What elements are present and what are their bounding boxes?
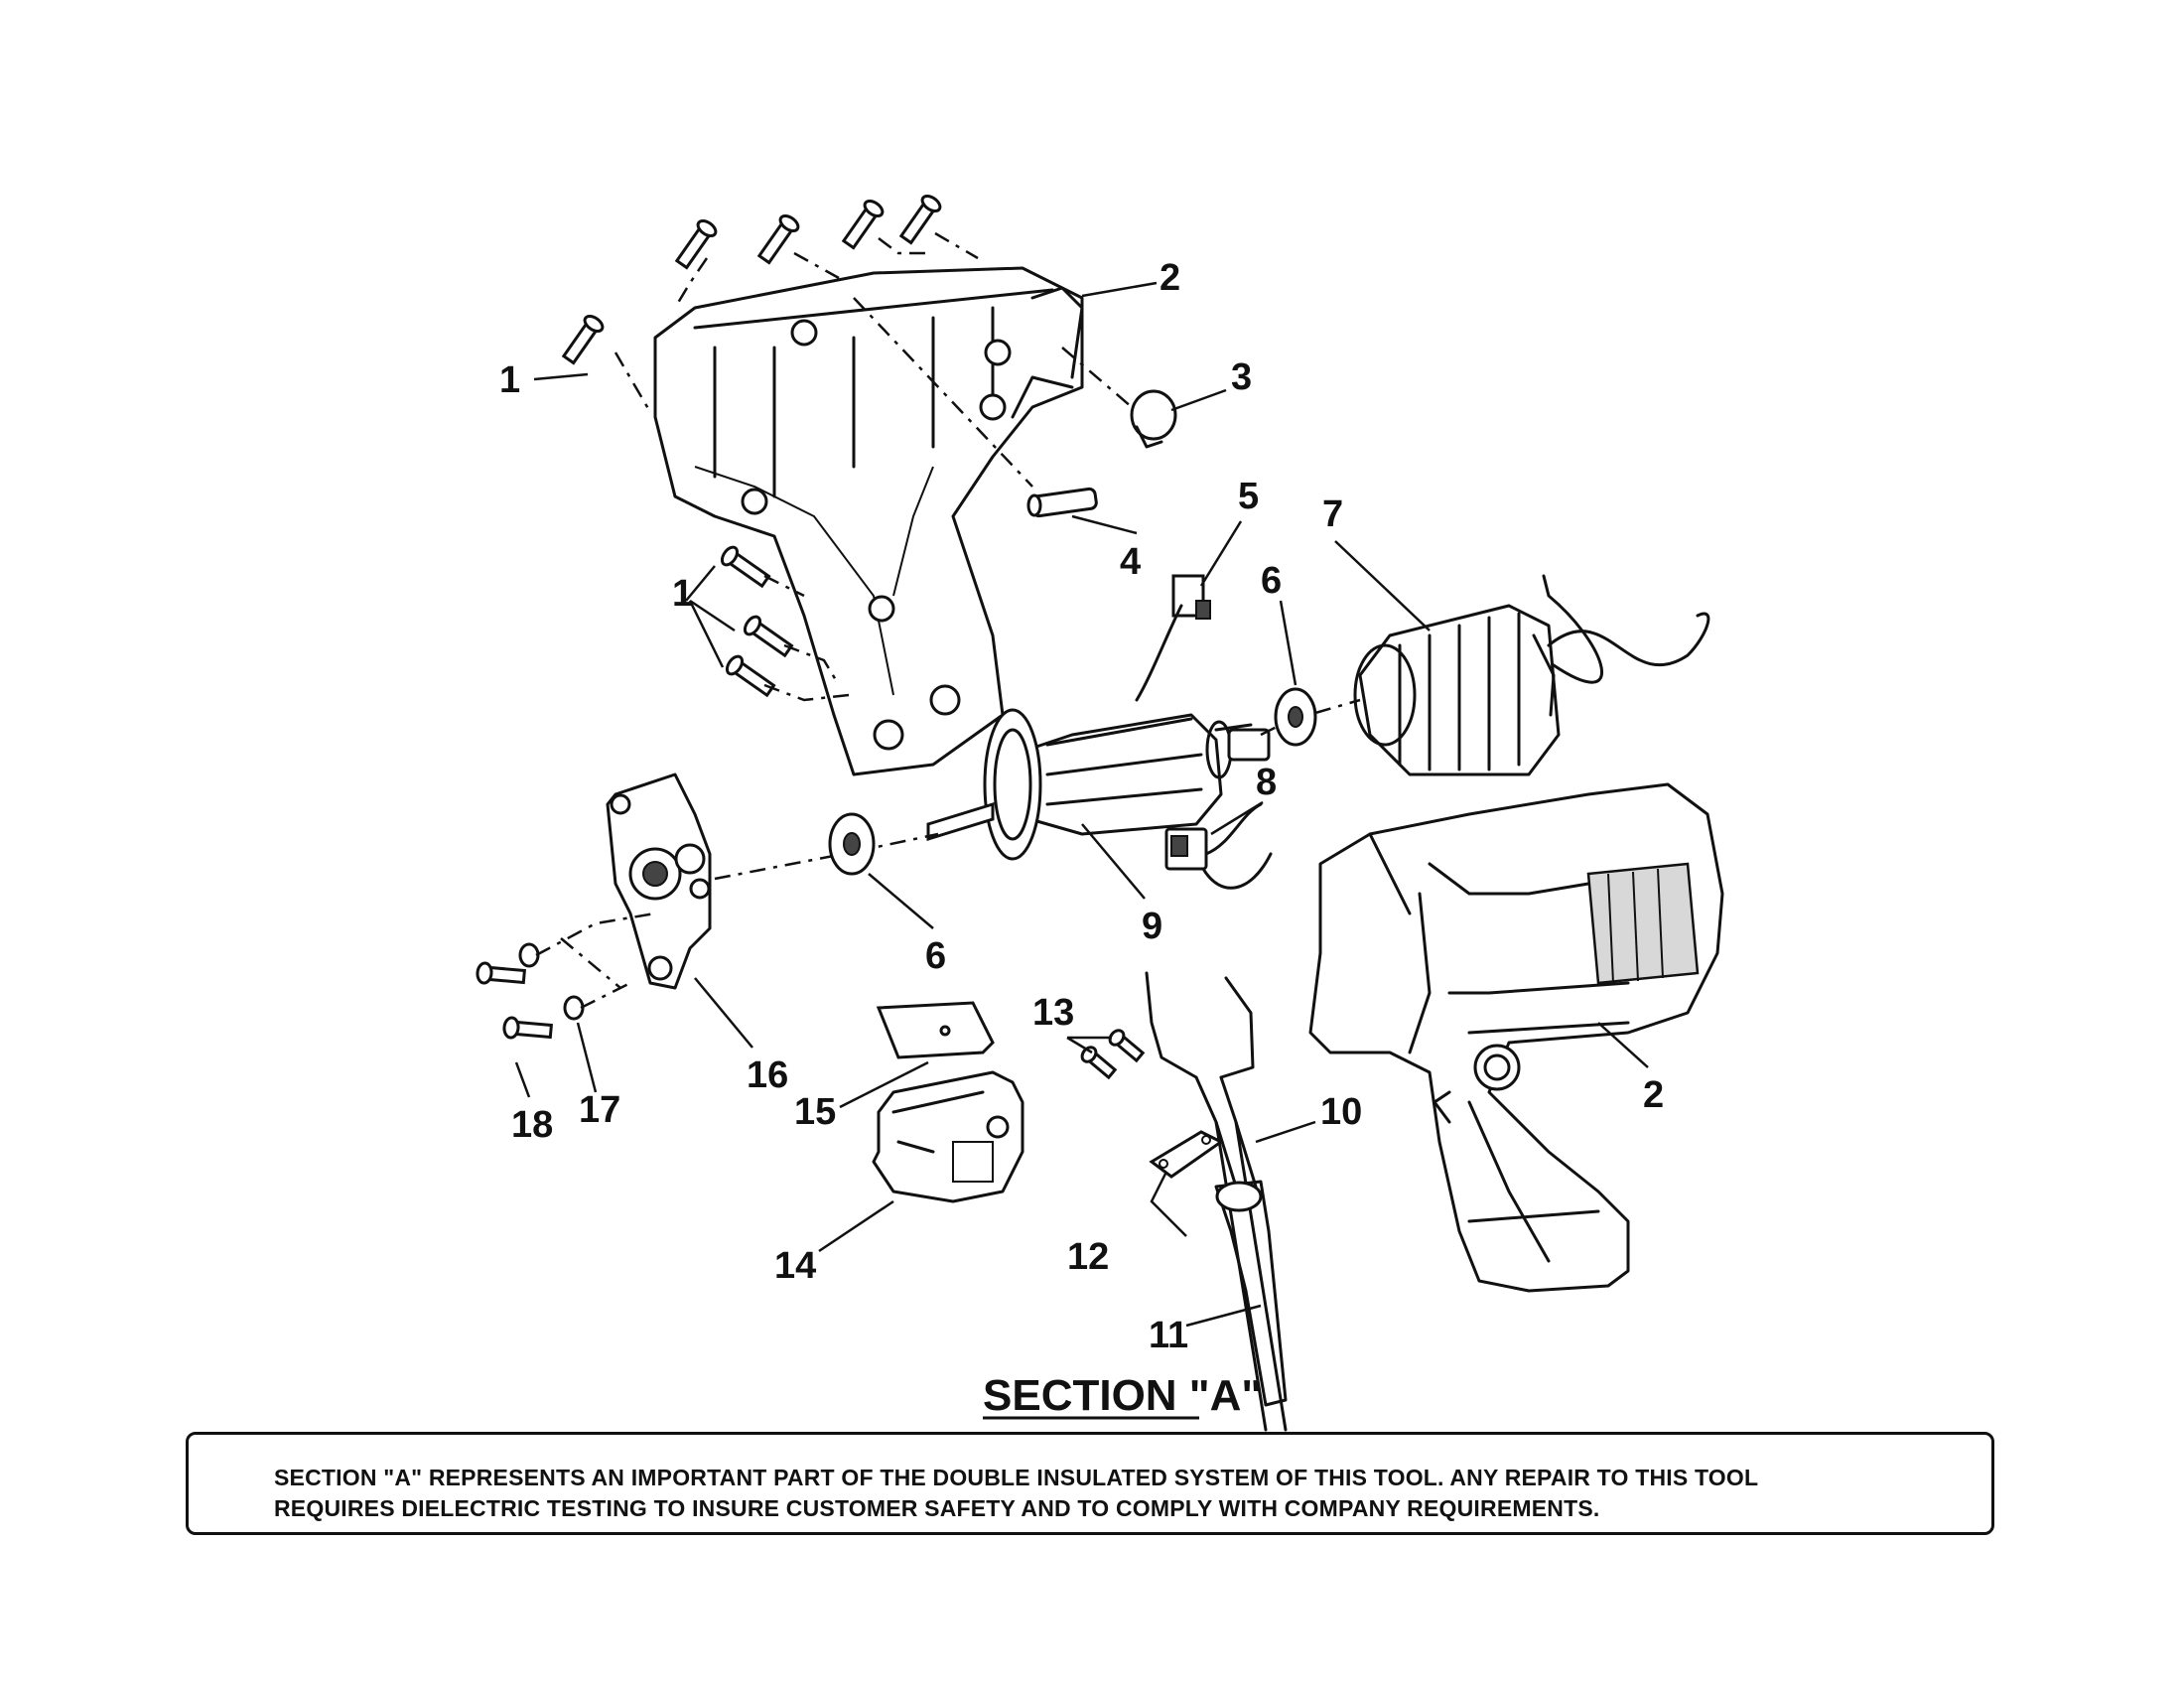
screw-part-1-lower: [720, 545, 794, 698]
armature-part-9: [926, 708, 1271, 861]
leader-lines: [514, 281, 1649, 1328]
cap-part-3: [1130, 389, 1177, 449]
callout-6-left: 6: [925, 935, 946, 977]
brush-part-8: [1164, 802, 1273, 890]
callout-4: 4: [1120, 541, 1141, 583]
callout-14: 14: [774, 1245, 816, 1287]
callout-3: 3: [1231, 356, 1252, 398]
screw-part-1-top: [561, 194, 942, 365]
gear-plate-part-16: [606, 772, 712, 990]
notice-line-2: REQUIRES DIELECTRIC TESTING TO INSURE CU…: [274, 1495, 1600, 1521]
strain-relief-part-11: [1214, 1180, 1288, 1407]
switch-part-14: [872, 1070, 1024, 1203]
callout-1-lower: 1: [672, 573, 693, 615]
housing-half-left: [653, 266, 1084, 776]
callout-10: 10: [1320, 1091, 1362, 1133]
brush-part-5: [1135, 574, 1211, 702]
washer-part-17: [518, 942, 585, 1021]
callout-16: 16: [747, 1054, 788, 1096]
callout-12: 12: [1067, 1236, 1109, 1278]
callout-13: 13: [1032, 992, 1074, 1034]
double-insulation-notice: SECTION "A" REPRESENTS AN IMPORTANT PART…: [186, 1432, 1994, 1535]
field-stator-part-7: [1353, 574, 1710, 776]
callout-7: 7: [1322, 493, 1343, 535]
cover-part-15: [876, 1001, 995, 1059]
notice-line-1: SECTION "A" REPRESENTS AN IMPORTANT PART…: [274, 1465, 1759, 1490]
bearing-part-6-right: [1274, 687, 1317, 747]
callout-2-right: 2: [1643, 1074, 1664, 1116]
callout-8: 8: [1256, 762, 1277, 803]
callout-18: 18: [511, 1104, 553, 1146]
callout-1-top: 1: [499, 359, 520, 401]
screw-part-13: [1080, 1029, 1146, 1080]
callout-11: 11: [1149, 1315, 1188, 1356]
screw-part-18: [476, 961, 553, 1040]
callout-9: 9: [1142, 906, 1162, 947]
housing-half-right: [1308, 782, 1724, 1293]
callout-5: 5: [1238, 476, 1259, 517]
callout-6-right: 6: [1261, 560, 1282, 602]
bearing-part-6-left: [828, 812, 876, 876]
pin-part-4: [1026, 487, 1098, 518]
callout-17: 17: [579, 1089, 620, 1131]
callout-15: 15: [794, 1091, 836, 1133]
section-a-title: SECTION "A": [983, 1371, 1262, 1420]
cord-clamp-part-12: [1149, 1130, 1224, 1179]
callout-2-top: 2: [1160, 257, 1180, 299]
